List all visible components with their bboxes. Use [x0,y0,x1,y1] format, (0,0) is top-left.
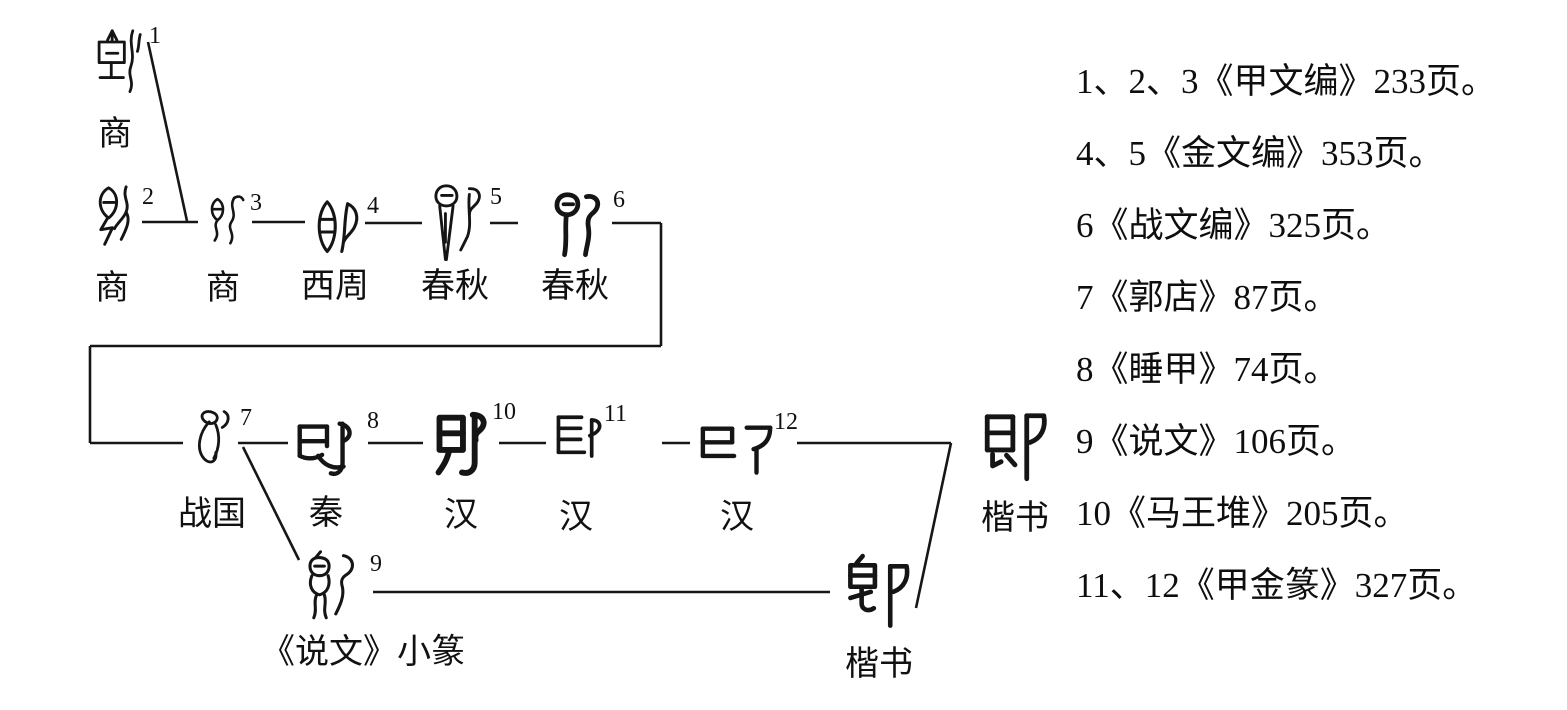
period-label: 楷书 [845,646,913,683]
seal-form-9-icon [308,550,354,620]
period-label: 《说文》小篆 [261,634,465,671]
form-number: 2 [142,184,154,210]
kaishu-ji-variant-icon [848,553,910,628]
connector-7-9-line [241,446,301,561]
reference-item: 1、2、3《甲文编》233页。 [1076,62,1497,101]
han-form-12-icon [700,425,773,475]
period-label: 汉 [559,499,593,536]
period-label: 秦 [309,495,343,532]
char-node-5: 5 春秋 [421,183,502,305]
char-node-12: 12 汉 [692,410,798,536]
char-node-10: 10 汉 [424,400,516,534]
form-number: 11 [603,401,627,427]
oracle-bone-form-3-icon [210,195,245,245]
han-form-11-icon [556,415,602,458]
char-node-9: 9 《说文》小篆 [261,548,465,671]
char-node-7: 7 战国 [178,406,252,533]
reference-list: 1、2、3《甲文编》233页。 4、5《金文编》353页。 6《战文编》325页… [1076,62,1496,638]
form-number: 5 [490,184,502,210]
form-number: 9 [370,551,382,577]
char-node-3: 3 商 [200,191,262,307]
period-label: 楷书 [981,500,1049,537]
form-number: 1 [149,23,161,49]
form-number: 3 [250,190,262,216]
reference-item: 4、5《金文编》353页。 [1076,134,1444,173]
char-node-kaishu-bottom: 楷书 [836,552,922,683]
form-number: 8 [367,408,379,434]
bronze-form-5-icon [434,184,481,261]
reference-item: 10《马王堆》205页。 [1076,494,1409,533]
bronze-form-4-icon [317,200,359,253]
qin-form-8-icon [297,421,352,476]
oracle-bone-form-1-icon [97,29,142,93]
period-label: 春秋 [541,268,609,305]
form-number: 10 [492,399,516,425]
period-label: 汉 [444,497,478,534]
oracle-bone-form-2-icon [98,185,130,246]
char-node-8: 8 秦 [289,409,379,532]
reference-item: 9《说文》106页。 [1076,422,1357,461]
han-form-10-icon [435,411,487,476]
reference-item: 11、12《甲金篆》327页。 [1076,566,1478,605]
bronze-form-6-icon [554,192,601,258]
kaishu-ji-icon [984,413,1047,482]
period-label: 商 [95,270,129,307]
reference-item: 6《战文编》325页。 [1076,206,1392,245]
char-node-kaishu-top: 楷书 [963,404,1067,537]
period-label: 春秋 [421,268,489,305]
form-number: 4 [367,193,379,219]
char-node-4: 4 西周 [301,194,379,305]
warring-states-form-7-icon [198,410,230,464]
char-node-6: 6 春秋 [541,188,625,305]
period-label: 汉 [720,499,754,536]
period-label: 商 [98,116,132,153]
reference-item: 7《郭店》87页。 [1076,278,1339,317]
char-node-1: 1 商 [83,24,161,153]
form-number: 12 [774,409,798,435]
reference-item: 8《睡甲》74页。 [1076,350,1339,389]
connector-1-to-2-3-line [146,41,189,222]
char-node-11: 11 汉 [547,402,627,536]
form-number: 7 [240,405,252,431]
char-node-2: 2 商 [84,183,154,307]
period-label: 战国 [178,496,246,533]
form-number: 6 [613,187,625,213]
period-label: 西周 [301,268,369,305]
connector-kaishu-diagonal-line [914,442,953,609]
period-label: 商 [206,270,240,307]
